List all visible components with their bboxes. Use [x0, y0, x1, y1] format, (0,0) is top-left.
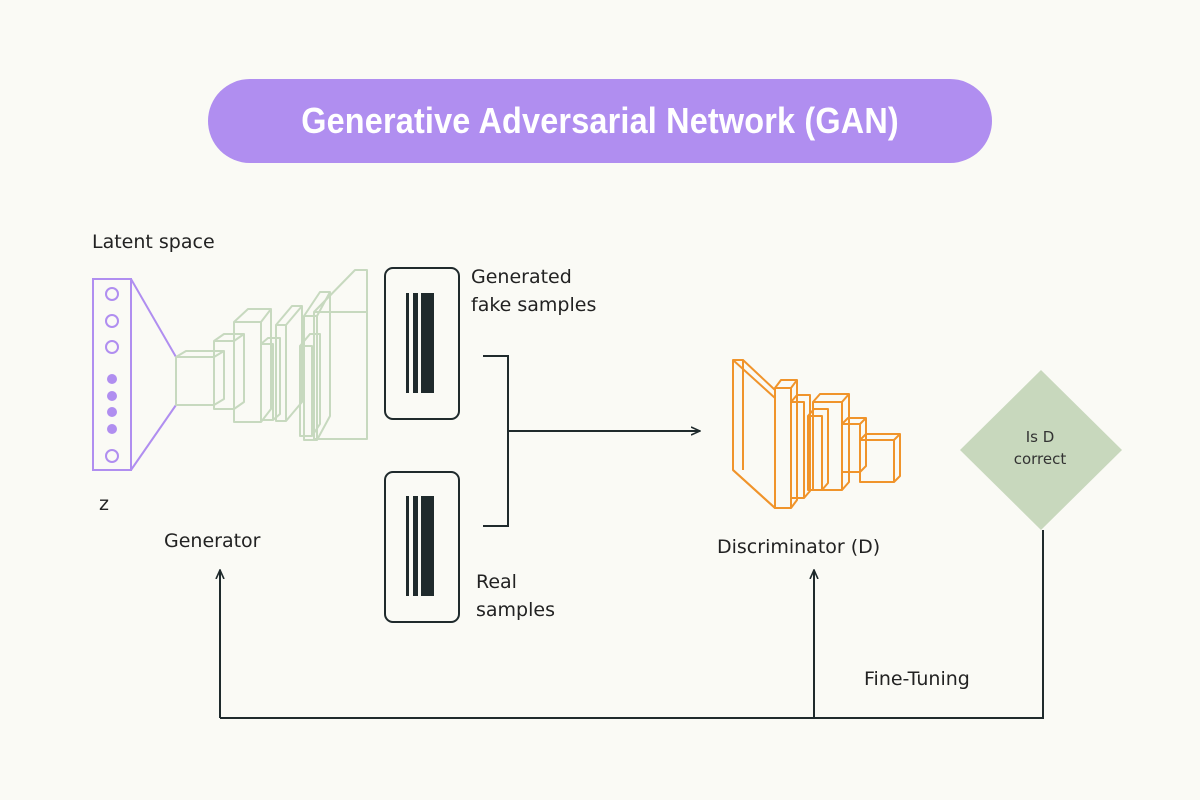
real-samples-label: Real samples	[476, 568, 555, 624]
fake-samples-label-line1: Generated	[471, 266, 572, 288]
feedback-loop	[220, 530, 1044, 719]
decision-diamond	[960, 370, 1122, 530]
latent-space-vector	[92, 278, 177, 471]
latent-dots	[107, 374, 117, 434]
real-samples-label-line1: Real	[476, 571, 517, 593]
decision-label: Is D correct	[990, 426, 1090, 470]
discriminator-label: Discriminator (D)	[717, 536, 881, 558]
fake-samples-label: Generated fake samples	[471, 263, 596, 319]
decision-label-line2: correct	[1013, 450, 1067, 468]
page-title: Generative Adversarial Network (GAN)	[301, 100, 899, 141]
real-samples-label-line2: samples	[476, 599, 555, 621]
generator-network	[175, 269, 368, 441]
latent-space-label: Latent space	[92, 231, 215, 253]
real-samples-card	[384, 471, 460, 623]
fine-tuning-label: Fine-Tuning	[864, 668, 970, 690]
title-banner: Generative Adversarial Network (GAN)	[208, 79, 992, 163]
discriminator-network	[732, 359, 901, 509]
fake-samples-card	[384, 267, 460, 420]
z-label: z	[99, 493, 109, 515]
fake-samples-label-line2: fake samples	[471, 294, 597, 316]
samples-merge-connector	[483, 355, 509, 527]
decision-label-line1: Is D	[1025, 428, 1055, 446]
generator-label: Generator	[164, 530, 261, 552]
